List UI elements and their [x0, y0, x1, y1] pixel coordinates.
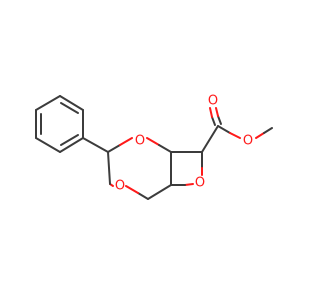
oxygen-atom-carbonyl: O: [208, 94, 218, 109]
oxygen-atom-dioxane-upper: O: [135, 134, 145, 149]
oxygen-atom-oxetane: O: [195, 176, 205, 191]
oxetane-ring: [170, 151, 203, 186]
molecule-structure: O O O O O: [35, 94, 273, 200]
oxygen-atom-dioxane-lower: O: [115, 179, 125, 194]
dioxane-ring: [107, 137, 172, 200]
methyl-ester: [201, 107, 273, 153]
phenyl-ring: [35, 95, 84, 153]
oxygen-atom-ester: O: [243, 134, 253, 149]
phenyl-acetal-bond: [82, 137, 109, 153]
